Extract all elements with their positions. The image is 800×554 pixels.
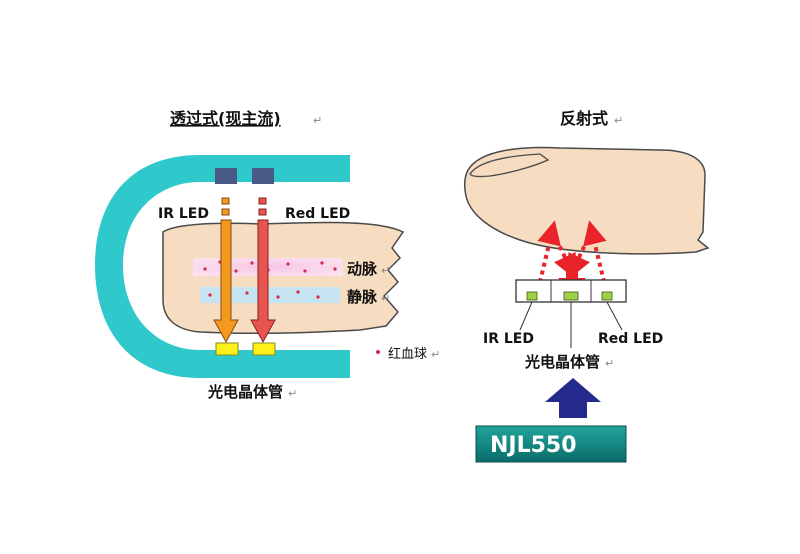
vein-band — [200, 287, 340, 303]
module-red-led — [601, 291, 613, 301]
right-ir-led-label: IR LED — [483, 331, 534, 347]
right-photo-mark: ↵ — [605, 357, 614, 370]
left-sensor-2 — [252, 342, 276, 356]
red-beam-arrow — [250, 197, 276, 344]
fingernail — [469, 153, 550, 178]
finger-clip — [95, 155, 350, 378]
left-photo-label: 光电晶体管 — [207, 383, 283, 401]
left-sensor-1 — [215, 342, 239, 356]
right-title-mark: ↵ — [614, 114, 623, 127]
ir-led-block — [215, 168, 237, 184]
rbc-legend-dot — [376, 350, 380, 354]
left-photo-mark: ↵ — [288, 387, 297, 400]
module-photodetector — [563, 291, 579, 301]
left-title: 透过式(现主流) — [170, 109, 281, 128]
reflective-panel: 反射式 ↵ IR LED Red LED 光电晶体管 ↵ NJ — [463, 109, 710, 463]
right-photo-label: 光电晶体管 — [524, 353, 600, 371]
leader-ir — [519, 301, 533, 331]
left-title-mark: ↵ — [313, 114, 322, 127]
part-number: NJL550 — [490, 433, 577, 458]
artery-label: 动脉 — [347, 260, 378, 278]
right-red-led-label: Red LED — [598, 331, 663, 347]
big-up-arrow — [545, 378, 601, 418]
leader-red — [606, 301, 623, 331]
module-ir-led — [526, 291, 538, 301]
transmissive-panel: 透过式(现主流) ↵ — [95, 109, 440, 401]
ir-beam-arrow — [213, 197, 239, 344]
vein-label: 静脉 — [347, 288, 378, 306]
rbc-mark: ↵ — [431, 348, 440, 361]
left-red-led-label: Red LED — [285, 206, 350, 222]
left-ir-led-label: IR LED — [158, 206, 209, 222]
part-badge — [475, 425, 627, 463]
vein-mark: ↵ — [381, 292, 390, 305]
artery-mark: ↵ — [381, 264, 390, 277]
fingertip — [463, 146, 710, 255]
rbc-label: 红血球 — [388, 346, 427, 362]
right-title: 反射式 — [560, 109, 608, 128]
red-led-block — [252, 168, 274, 184]
